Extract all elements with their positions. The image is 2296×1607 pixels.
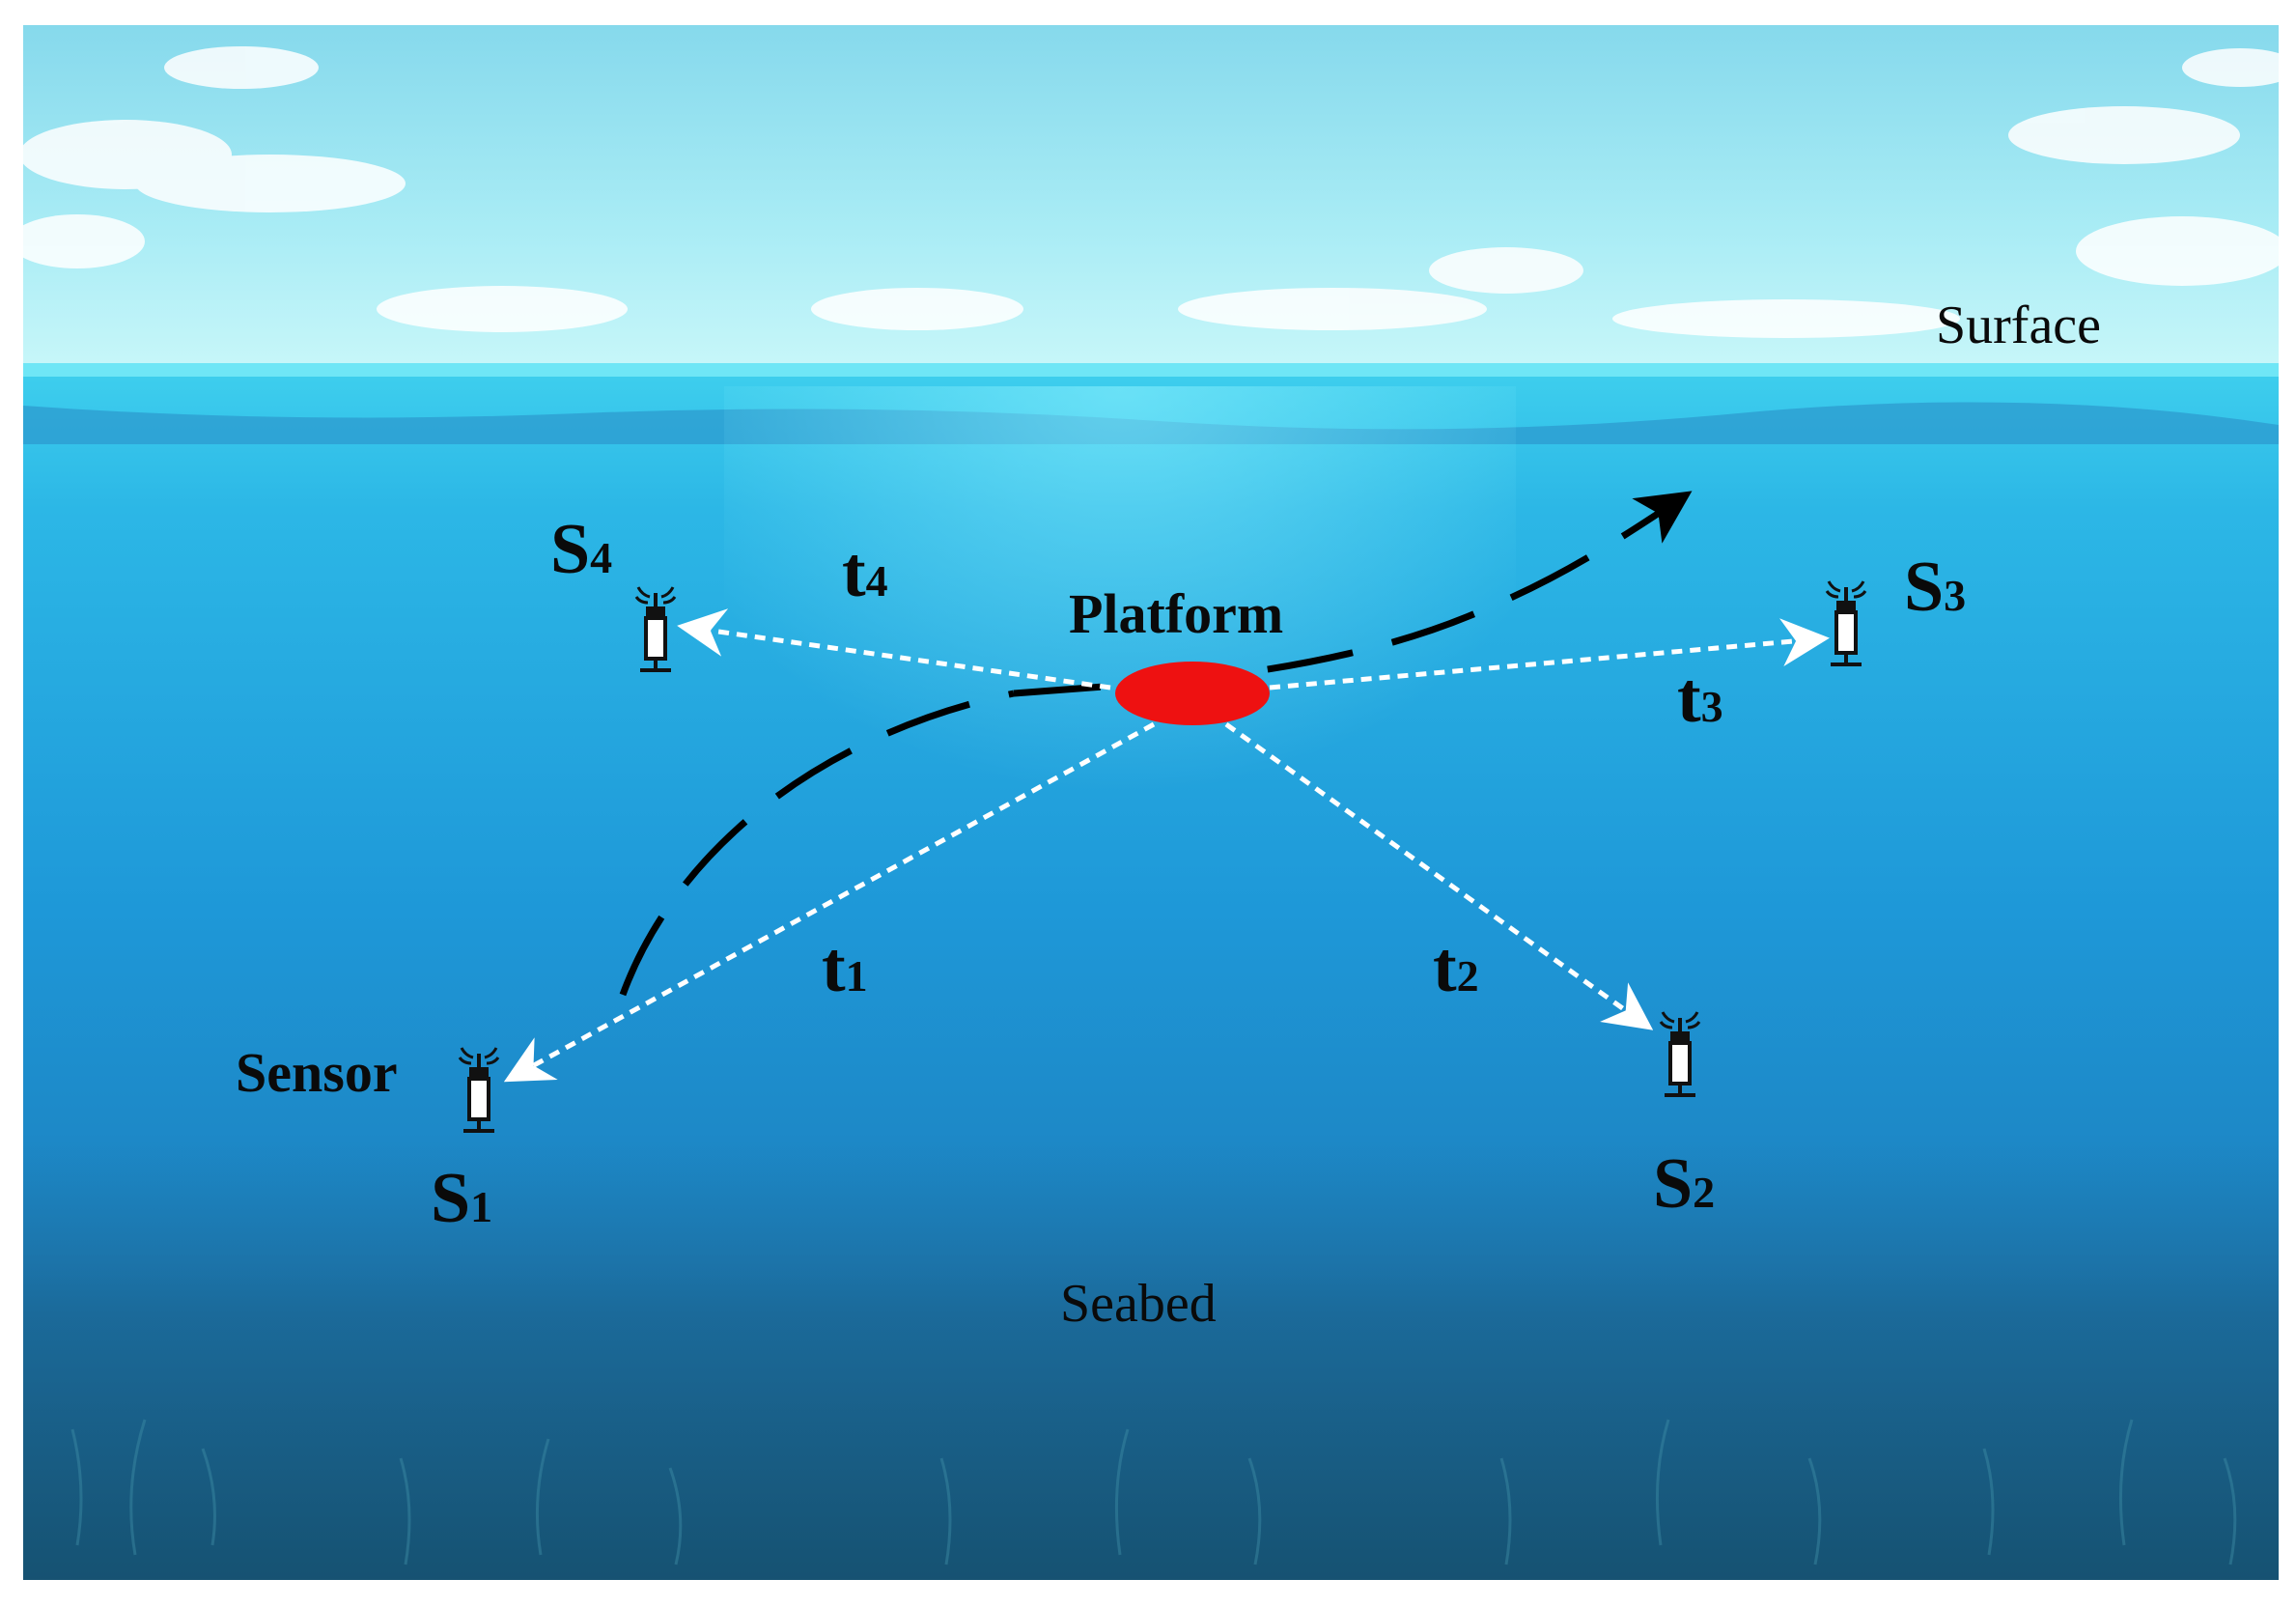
time-t3-label: t3 bbox=[1677, 659, 1723, 738]
surface-label: Surface bbox=[1936, 296, 2101, 355]
time-t2-label: t2 bbox=[1433, 928, 1479, 1007]
sensor-s3-label: S3 bbox=[1904, 548, 1966, 627]
seabed-label: Seabed bbox=[1060, 1274, 1217, 1334]
time-t4-label: t4 bbox=[842, 533, 888, 612]
time-t1-label: t1 bbox=[822, 928, 868, 1007]
sensor-s2-label: S2 bbox=[1653, 1144, 1715, 1224]
signal-path-s1 bbox=[503, 721, 1156, 1083]
sensor-label: Sensor bbox=[236, 1041, 398, 1104]
clouds bbox=[10, 46, 2296, 338]
light-rays bbox=[724, 386, 1516, 1062]
platform-marker bbox=[1115, 662, 1270, 725]
waterline bbox=[23, 363, 2279, 377]
platform-label: Platform bbox=[1069, 582, 1283, 645]
signal-path-s2 bbox=[1224, 721, 1654, 1030]
seagrass bbox=[70, 1419, 2237, 1565]
sensor-s4-label: S4 bbox=[550, 510, 612, 589]
seabed-area bbox=[23, 1140, 2279, 1580]
signal-path-s4 bbox=[677, 608, 1111, 691]
sensor-s1-label: S1 bbox=[431, 1159, 492, 1238]
platform-trajectory bbox=[619, 502, 1675, 997]
